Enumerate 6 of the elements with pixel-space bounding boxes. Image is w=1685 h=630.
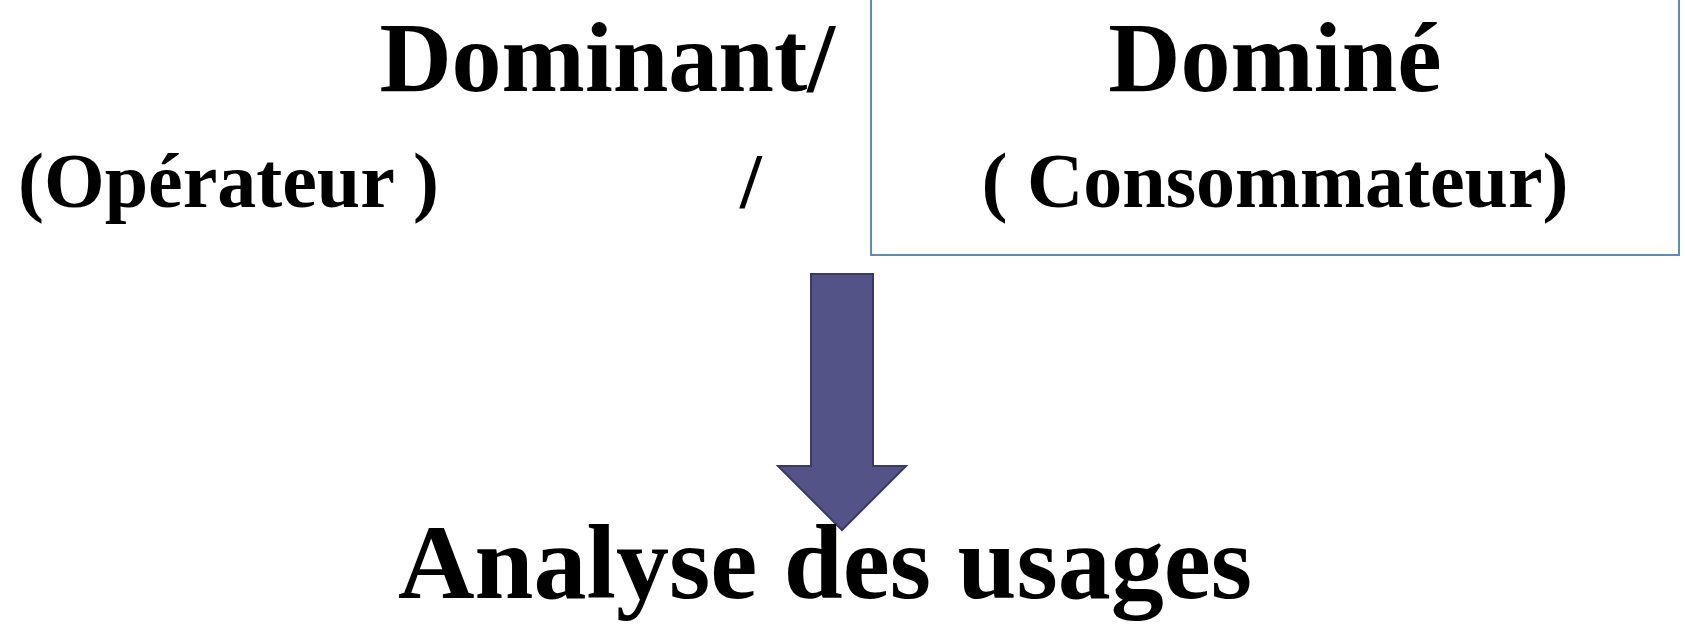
heading-text: Analyse des usages <box>250 510 1400 630</box>
heading-text: Dominant/ <box>379 8 835 108</box>
block-arrow <box>775 273 909 532</box>
text-box <box>870 0 1680 256</box>
slash-text: / <box>740 142 762 220</box>
box-title: Dominé <box>1107 8 1443 108</box>
